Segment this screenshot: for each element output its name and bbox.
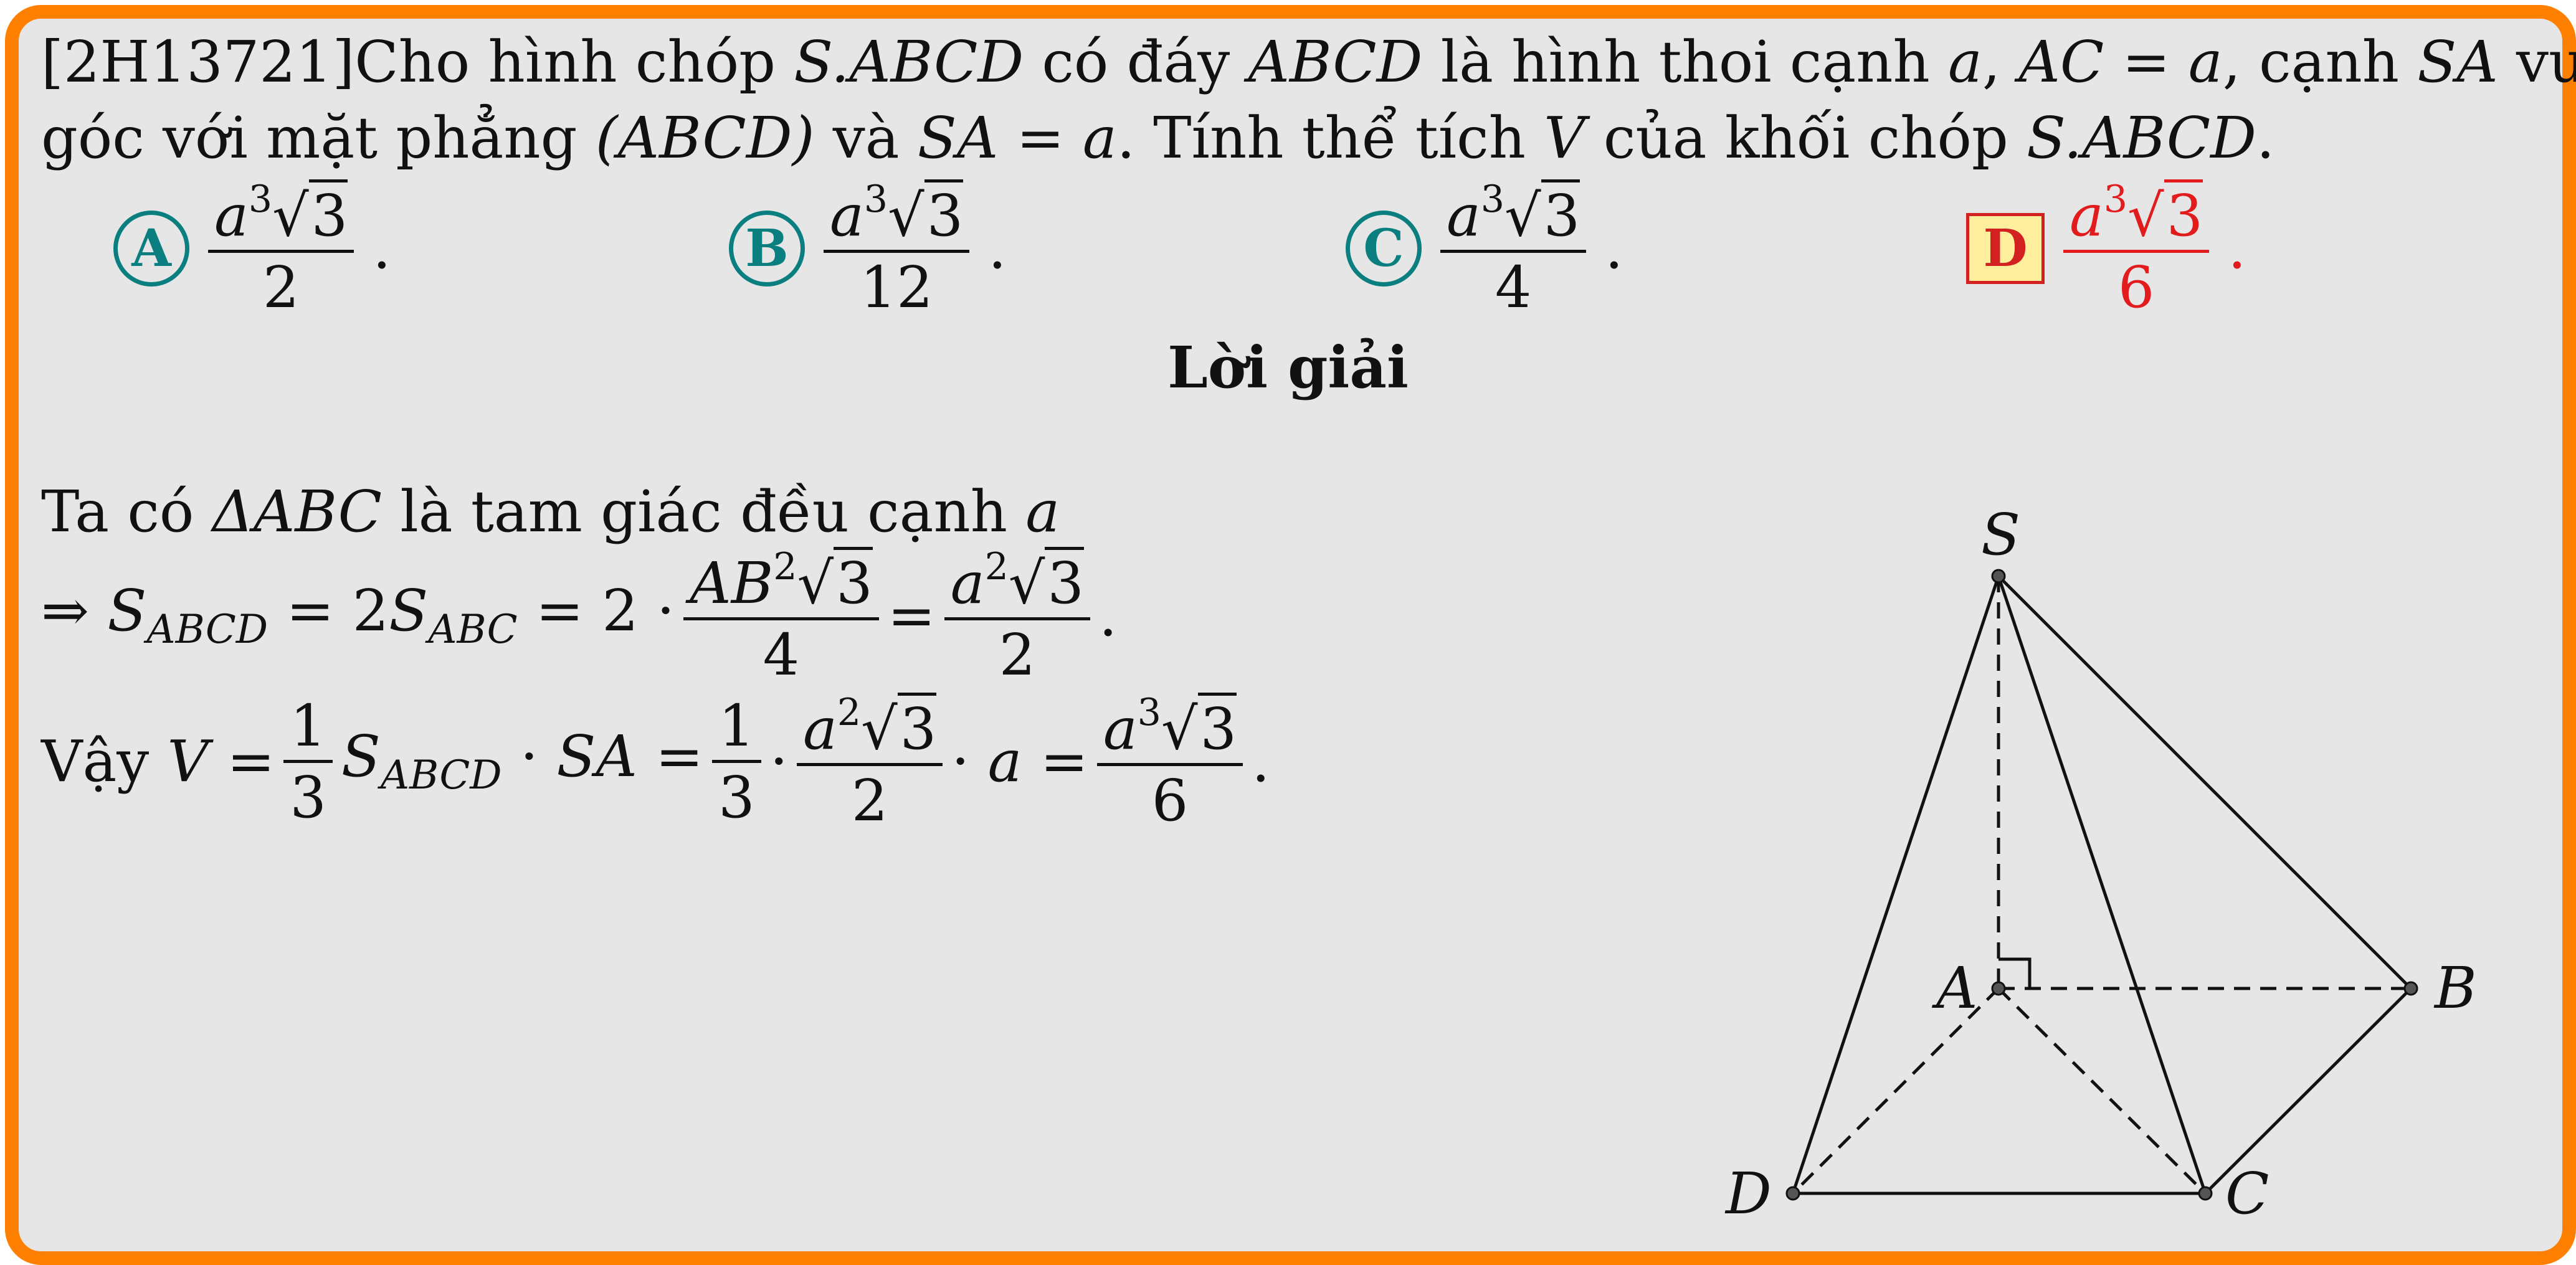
edge-sc [1997, 576, 2207, 1194]
question-line-1: [2H13721]Cho hình chóp S.ABCD có đáy ABC… [41, 29, 2576, 95]
solution-fraction-5: a2√3 2 [796, 693, 943, 830]
option-a-marker: A [113, 211, 189, 287]
vertex-b [2403, 981, 2418, 996]
solution-fraction-6: a3√3 6 [1096, 693, 1243, 830]
solution-line-1: Ta có ΔABC là tam giác đều cạnh a [41, 478, 1060, 545]
label-s: S [1981, 501, 2020, 568]
option-b-value: a3√3 12 [824, 179, 970, 316]
solution-fraction-2: a2√3 2 [944, 547, 1090, 684]
solution-fraction-1: AB2√3 4 [683, 547, 879, 684]
label-b: B [2433, 955, 2477, 1021]
problem-card [5, 5, 2576, 1265]
option-c[interactable]: C a3√3 4 . [1346, 179, 1623, 316]
vertex-a [1991, 981, 2006, 996]
vertex-s [1991, 569, 2006, 584]
option-a[interactable]: A a3√3 2 . [113, 179, 391, 316]
edge-sb [1997, 575, 2412, 990]
option-b[interactable]: B a3√3 12 . [729, 179, 1006, 316]
vertex-d [1785, 1186, 1800, 1201]
question-line-2: góc với mặt phẳng (ABCD) và SA = a. Tính… [41, 105, 2275, 171]
option-b-marker: B [729, 211, 805, 287]
edge-ac [1997, 987, 2207, 1195]
edge-cb [2204, 987, 2412, 1195]
option-d[interactable]: D a3√3 6 . [1966, 179, 2246, 316]
edge-ad [1792, 987, 2000, 1195]
label-c: C [2225, 1160, 2269, 1227]
option-a-value: a3√3 2 [208, 179, 354, 316]
label-a: A [1931, 955, 1977, 1021]
right-angle-marker [1999, 957, 2032, 988]
option-d-marker: D [1966, 213, 2045, 284]
edge-sd [1791, 576, 2000, 1194]
option-c-marker: C [1346, 211, 1422, 287]
option-d-value: a3√3 6 [2063, 179, 2210, 316]
question-id: [2H13721] [41, 29, 355, 95]
vertex-c [2198, 1186, 2213, 1201]
option-c-value: a3√3 4 [1440, 179, 1587, 316]
solution-heading: Lời giải [1167, 334, 1409, 401]
solution-line-2: ⇒ SABCD = 2SABC = 2 · AB2√3 4 = a2√3 2 . [41, 545, 1118, 688]
label-d: D [1724, 1160, 1772, 1227]
